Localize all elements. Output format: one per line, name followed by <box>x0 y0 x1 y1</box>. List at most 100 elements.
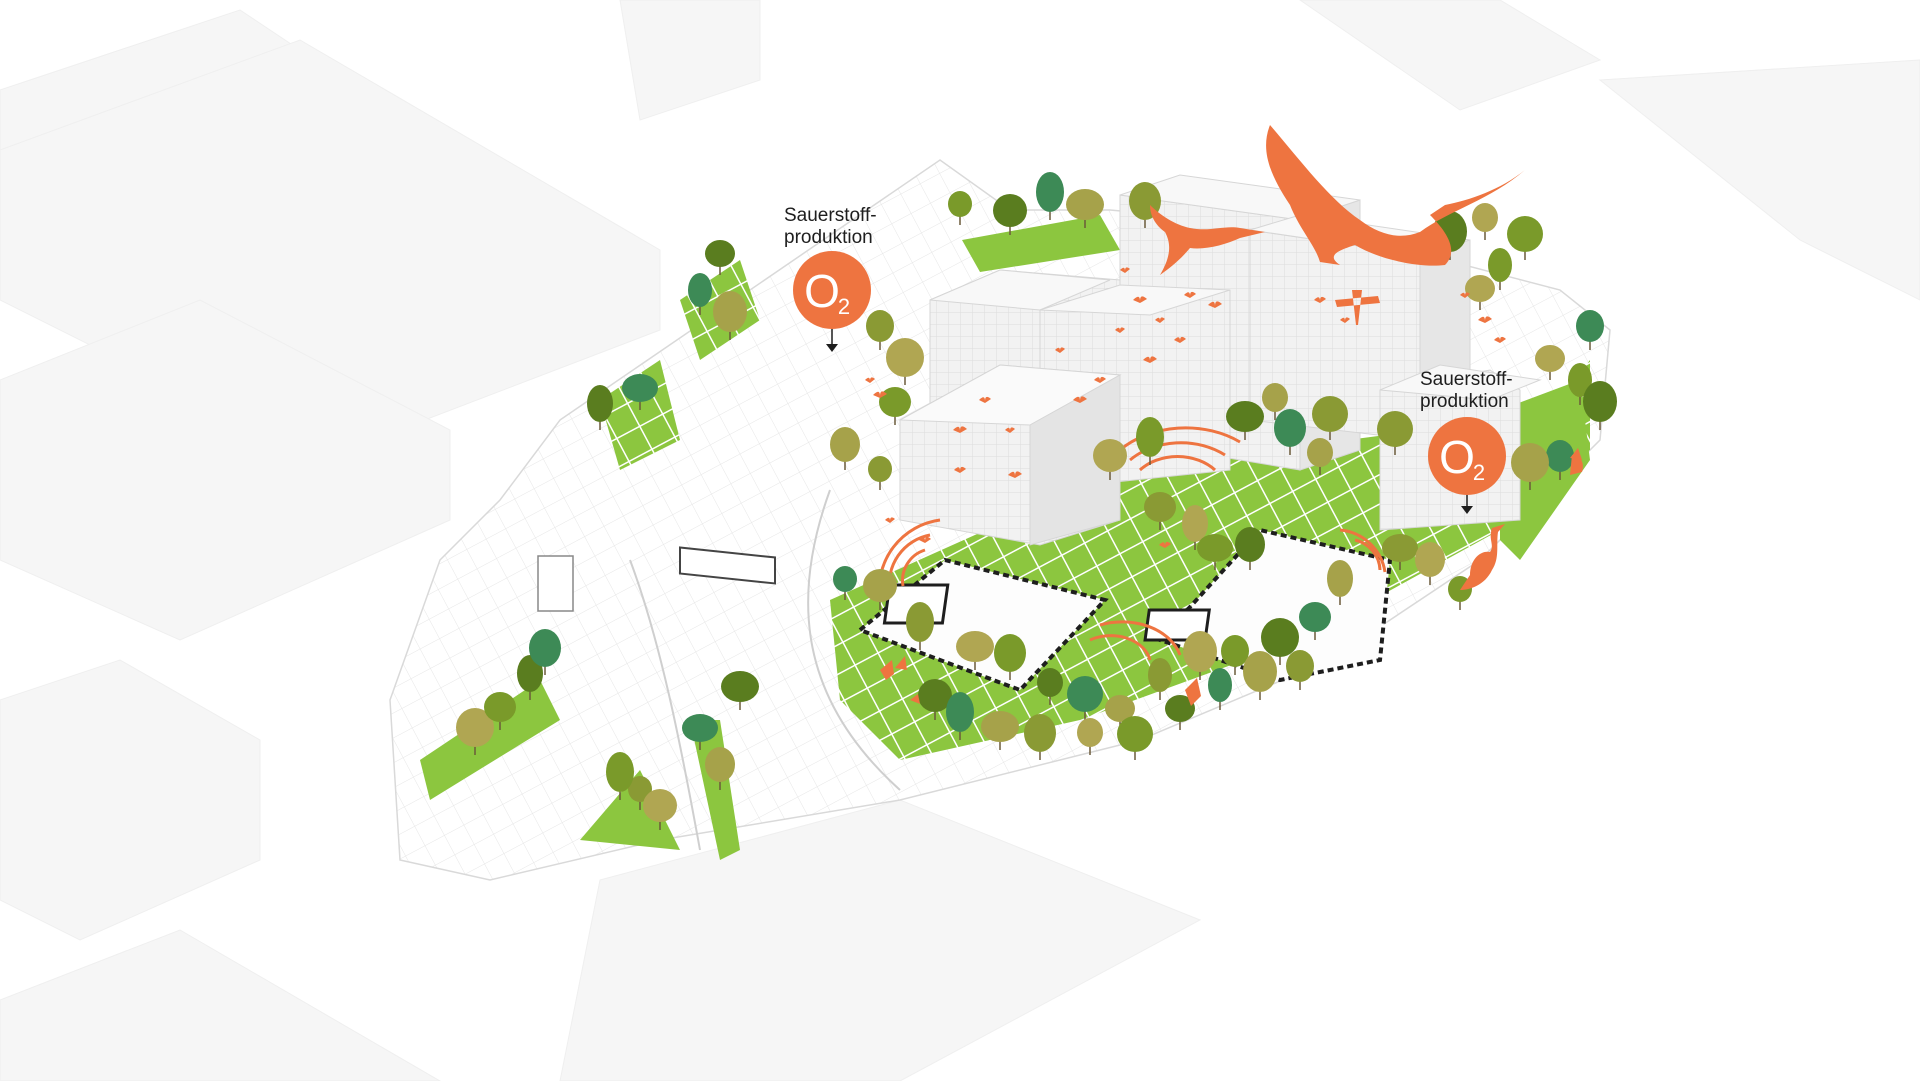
tree-icon <box>1488 248 1512 282</box>
tree-icon <box>622 374 658 402</box>
tree-icon <box>863 569 897 602</box>
tree-icon <box>1036 172 1064 212</box>
tree-icon <box>948 191 972 217</box>
label-line: produktion <box>1420 391 1509 412</box>
tree-icon <box>906 602 934 642</box>
tree-icon <box>1235 527 1265 562</box>
flying-bird-icon <box>1055 347 1065 353</box>
flying-bird-icon <box>1159 541 1171 548</box>
tree-icon <box>1299 602 1331 632</box>
tree-icon <box>1105 695 1135 722</box>
heron-icon <box>1460 524 1505 590</box>
flying-bird-icon <box>1494 336 1506 343</box>
tree-icon <box>956 631 994 662</box>
label-line: Sauerstoff- <box>784 205 877 226</box>
flying-bird-icon <box>1184 291 1196 298</box>
tree-icon <box>1243 651 1277 692</box>
flying-bird-icon <box>1133 296 1147 303</box>
dragonfly-icon <box>1335 290 1380 325</box>
butterfly-icon <box>1185 678 1201 706</box>
tree-icon <box>1511 443 1549 482</box>
o2-symbol: O <box>1439 431 1475 483</box>
tree-icon <box>1067 676 1103 712</box>
flying-bird-icon <box>1340 317 1350 323</box>
tree-icon <box>993 194 1027 227</box>
tree-icon <box>886 338 924 377</box>
flying-bird-icon <box>873 391 887 398</box>
flying-bird-icon <box>1314 296 1326 303</box>
o2-symbol: O <box>804 265 840 317</box>
butterfly-icon <box>910 694 920 704</box>
tree-icon <box>1182 505 1208 542</box>
tree-icon <box>517 655 543 692</box>
tree-icon <box>866 310 894 342</box>
tree-icon <box>879 387 911 417</box>
flying-bird-icon <box>1266 125 1525 266</box>
tree-icon <box>1568 363 1592 397</box>
tree-icon <box>1274 409 1306 447</box>
heron-icon <box>1570 455 1583 475</box>
flying-bird-icon <box>919 536 931 543</box>
tree-icon <box>606 752 634 792</box>
tree-icon <box>1024 714 1056 752</box>
tree-icon <box>721 671 759 702</box>
oxygen-marker-left: O 2 <box>793 251 871 352</box>
trees <box>456 172 1617 830</box>
heron-icon <box>1150 205 1265 275</box>
tree-icon <box>833 566 857 592</box>
oxygen-label-left: Sauerstoff- produktion <box>784 205 877 249</box>
tree-icon <box>705 747 735 782</box>
tree-icon <box>484 692 516 722</box>
tree-icon <box>946 692 974 732</box>
tree-icon <box>1583 381 1617 422</box>
flying-bird-icon <box>1460 292 1470 298</box>
tree-icon <box>705 240 735 267</box>
o2-subscript: 2 <box>1473 460 1485 485</box>
tree-icon <box>1093 439 1127 472</box>
tree-icon <box>1197 534 1233 562</box>
tree-icon <box>529 629 561 667</box>
tree-icon <box>1037 668 1063 697</box>
flying-bird-icon <box>1143 356 1157 363</box>
tree-icon <box>1077 718 1103 747</box>
flying-bird-icon <box>885 517 895 523</box>
tree-icon <box>1415 542 1445 577</box>
tree-icon <box>1507 216 1543 252</box>
tree-icon <box>1136 417 1164 457</box>
tree-icon <box>1312 396 1348 432</box>
tree-icon <box>587 385 613 422</box>
tree-icon <box>1472 203 1498 232</box>
tree-icon <box>1286 650 1314 682</box>
flying-bird-icon <box>1155 317 1165 323</box>
fauna <box>865 125 1583 706</box>
label-line: Sauerstoff- <box>1420 369 1513 390</box>
tree-icon <box>1535 345 1565 372</box>
tree-icon <box>1148 658 1172 692</box>
tree-icon <box>628 776 652 802</box>
tree-icon <box>1546 440 1574 472</box>
tree-icon <box>1261 618 1299 657</box>
butterfly-icon <box>880 656 907 680</box>
flying-bird-icon <box>1094 376 1106 383</box>
tree-icon <box>1307 438 1333 467</box>
tree-icon <box>1226 401 1264 432</box>
tree-icon <box>1377 411 1413 447</box>
tree-icon <box>1165 695 1195 722</box>
flying-bird-icon <box>1120 267 1130 273</box>
tree-icon <box>1117 716 1153 752</box>
oxygen-label-right: Sauerstoff- produktion <box>1420 369 1513 413</box>
flying-bird-icon <box>954 466 966 473</box>
tree-icon <box>1066 189 1104 220</box>
tree-icon <box>643 789 677 822</box>
flying-bird-icon <box>865 377 875 383</box>
tree-icon <box>994 634 1026 672</box>
tree-icon <box>682 714 718 742</box>
oxygen-o2-icon <box>1428 417 1506 495</box>
flying-bird-icon <box>979 396 991 403</box>
flying-bird-icon <box>1005 427 1015 433</box>
label-line: produktion <box>784 227 873 248</box>
tree-icon <box>830 427 860 462</box>
